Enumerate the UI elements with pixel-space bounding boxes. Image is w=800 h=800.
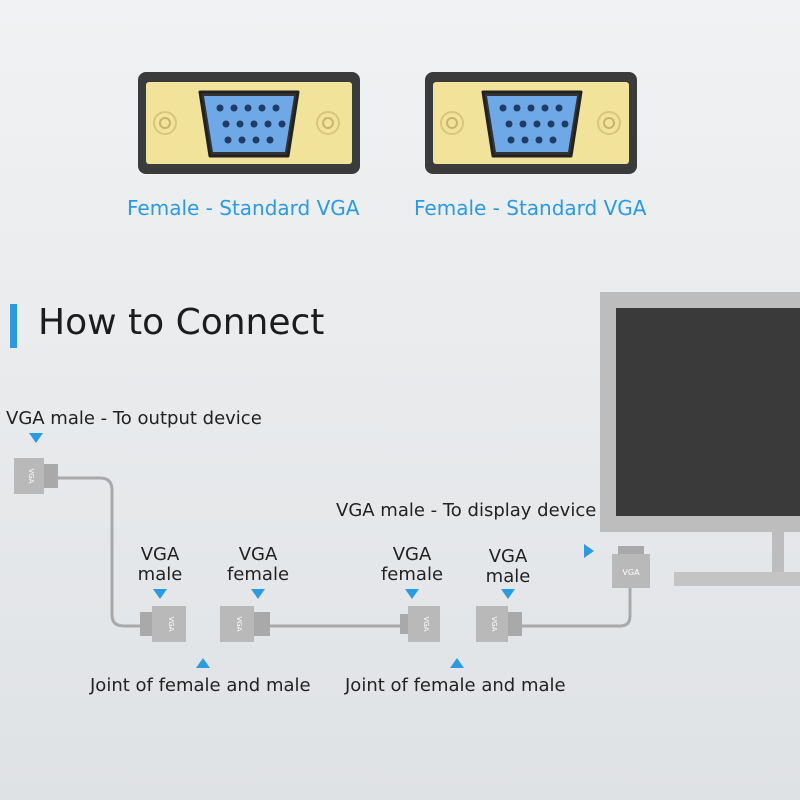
label-line: VGA (392, 544, 432, 565)
connector-label-left: Female - Standard VGA (127, 196, 360, 220)
arrow-vga-female-1 (251, 589, 265, 599)
label-joint-2: Joint of female and male (345, 675, 566, 696)
vga-plug-male-joint-1: VGA (140, 606, 186, 642)
label-line: female (226, 564, 290, 585)
arrow-joint-1 (196, 658, 210, 668)
plug-label: VGA (622, 568, 640, 577)
arrow-output-device (29, 433, 43, 443)
label-line: male (485, 566, 531, 587)
vga-plug-display-device: VGA (612, 546, 650, 588)
arrow-vga-male-1 (153, 589, 167, 599)
heading-accent-bar (10, 304, 17, 348)
monitor-illustration (600, 292, 800, 586)
plug-label: VGA (490, 616, 498, 631)
arrow-vga-male-2 (501, 589, 515, 599)
label-vga-female-2: VGA female (372, 545, 452, 585)
vga-plug-output-device: VGA (14, 458, 58, 494)
label-line: VGA (488, 546, 528, 567)
vga-plug-male-joint-2: VGA (476, 606, 522, 642)
plug-label: VGA (235, 616, 243, 631)
label-vga-female-1: VGA female (218, 545, 298, 585)
vga-female-connector-left (138, 72, 360, 174)
vga-plug-female-joint-1: VGA (220, 606, 270, 642)
label-line: female (380, 564, 444, 585)
label-line: VGA (140, 544, 180, 565)
label-output-device: VGA male - To output device (6, 408, 262, 429)
vga-female-connector-right (425, 72, 637, 174)
label-display-device: VGA male - To display device (336, 500, 597, 521)
arrow-display-device (584, 544, 594, 558)
label-vga-male-2: VGA male (468, 547, 548, 587)
page-heading: How to Connect (38, 302, 325, 343)
arrow-joint-2 (450, 658, 464, 668)
plug-label: VGA (27, 468, 35, 483)
label-joint-1: Joint of female and male (90, 675, 311, 696)
vga-plug-female-joint-2: VGA (400, 606, 440, 642)
label-vga-male-1: VGA male (120, 545, 200, 585)
label-line: VGA (238, 544, 278, 565)
plug-label: VGA (422, 616, 430, 631)
label-line: male (137, 564, 183, 585)
connector-label-right: Female - Standard VGA (414, 196, 647, 220)
plug-label: VGA (167, 616, 175, 631)
arrow-vga-female-2 (405, 589, 419, 599)
